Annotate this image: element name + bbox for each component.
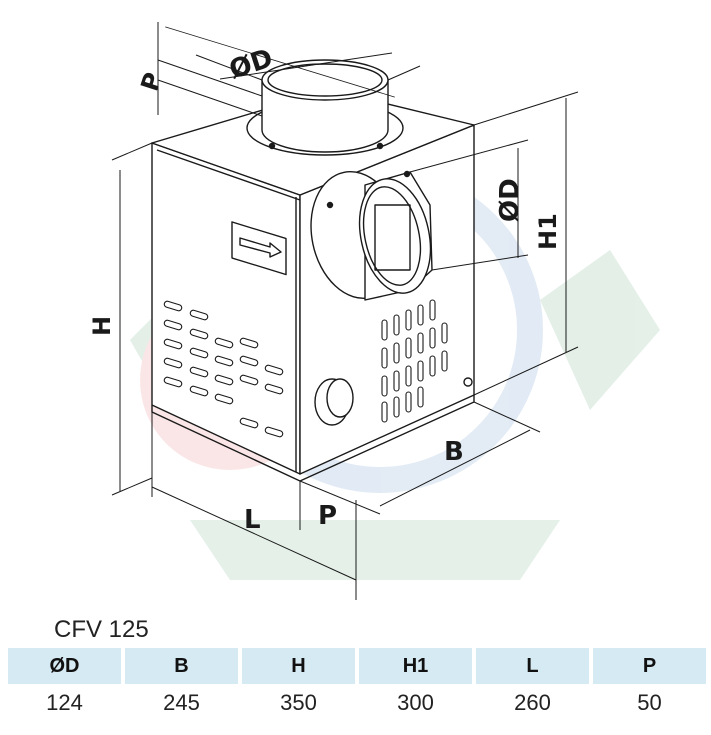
spec-header-od: ØD <box>8 648 121 684</box>
front-vent-slots <box>163 300 284 438</box>
spec-value-h1: 300 <box>397 690 434 715</box>
spec-table: ØD B H H1 L P 124 245 350 300 260 50 <box>8 648 706 717</box>
spec-value-row: 124 245 350 300 260 50 <box>8 689 706 717</box>
dim-label-p-top: P <box>135 69 167 94</box>
spec-header-h1: H1 <box>359 648 472 684</box>
dim-label-l: L <box>244 505 261 535</box>
spec-value-p: 50 <box>637 690 662 715</box>
spec-header-row: ØD B H H1 L P <box>8 648 706 684</box>
spec-header-b: B <box>125 648 238 684</box>
spec-header-h: H <box>242 648 355 684</box>
side-vent-slots <box>381 299 448 423</box>
spec-value-h: 350 <box>280 690 317 715</box>
dim-label-h: H <box>88 316 116 336</box>
dim-label-b: B <box>444 437 464 467</box>
dim-label-od-side: ØD <box>495 178 525 222</box>
spec-value-l: 260 <box>514 690 551 715</box>
direction-label <box>231 221 287 276</box>
spec-value-od: 124 <box>46 690 83 715</box>
fan-box-drawing: ØD P H ØD H1 B L P <box>88 22 660 600</box>
model-name: CFV 125 <box>54 616 149 643</box>
spec-header-l: L <box>476 648 589 684</box>
dim-label-p-bottom: P <box>318 501 337 531</box>
dimension-lines <box>111 22 579 600</box>
spec-header-p: P <box>593 648 706 684</box>
dim-label-h1: H1 <box>534 213 562 250</box>
spec-value-b: 245 <box>163 690 200 715</box>
